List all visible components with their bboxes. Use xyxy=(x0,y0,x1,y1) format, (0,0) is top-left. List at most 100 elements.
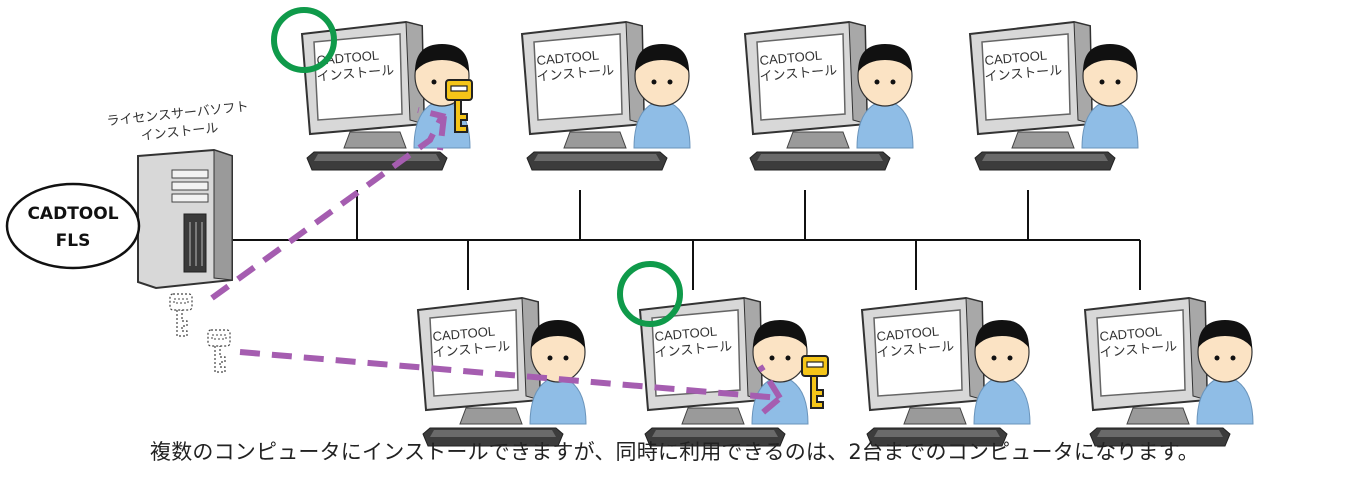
person-eye xyxy=(1007,355,1013,361)
person-eye xyxy=(547,355,553,361)
person-hair xyxy=(531,320,585,348)
person-hair xyxy=(1083,44,1137,72)
monitor-screen xyxy=(756,33,846,121)
screen-label-product: CADTOOL xyxy=(432,324,496,344)
drive-bay xyxy=(171,181,209,191)
monitor-screen xyxy=(313,33,403,121)
person-hair xyxy=(1198,320,1252,348)
screen-label-install: インストール xyxy=(654,338,733,360)
person-hair xyxy=(858,44,912,72)
monitor-stand xyxy=(681,407,745,425)
person-eye xyxy=(890,79,896,85)
person-eye xyxy=(1115,79,1121,85)
license-path-bottom-tail xyxy=(757,364,783,400)
person-hair xyxy=(415,44,469,72)
key-hole-outline xyxy=(173,298,189,304)
screen-label-install: インストール xyxy=(316,62,395,84)
key-hole-outline xyxy=(211,334,227,340)
screen-label-install: インストール xyxy=(1099,338,1178,360)
key-head-outline xyxy=(207,329,231,347)
license-path-top xyxy=(210,107,447,301)
screen-label-install: インストール xyxy=(536,62,615,84)
monitor-stand xyxy=(903,407,967,425)
in-use-marker xyxy=(271,7,337,73)
keyboard-keys xyxy=(430,430,556,437)
in-use-marker xyxy=(617,261,683,327)
monitor-stand xyxy=(459,407,523,425)
person-eye xyxy=(651,79,657,85)
screen-label-product: CADTOOL xyxy=(759,48,823,68)
license-paths xyxy=(210,107,788,423)
person-eye xyxy=(1099,79,1105,85)
keyboard-keys xyxy=(874,430,1000,437)
keyboard-keys xyxy=(757,154,883,161)
person-eye xyxy=(1214,355,1220,361)
key-hole xyxy=(806,361,824,368)
monitor-screen xyxy=(1096,309,1186,397)
server-vent xyxy=(183,213,207,273)
keyboard-keys xyxy=(982,154,1108,161)
person-hair xyxy=(975,320,1029,348)
screen-label-install: インストール xyxy=(432,338,511,360)
released-key-icon xyxy=(207,329,231,373)
person-eye xyxy=(667,79,673,85)
key-hole xyxy=(450,85,468,92)
screen-label-install: インストール xyxy=(984,62,1063,84)
released-key-icon xyxy=(169,293,193,337)
screen-label-product: CADTOOL xyxy=(876,324,940,344)
key-shaft xyxy=(810,375,824,409)
caption: 複数のコンピュータにインストールできますが、同時に利用できるのは、2台までのコン… xyxy=(150,440,1199,464)
keyboard-keys xyxy=(1097,430,1223,437)
keyboard-keys xyxy=(652,430,778,437)
screen-label-product: CADTOOL xyxy=(1099,324,1163,344)
network-lines xyxy=(230,190,1141,290)
drive-bay xyxy=(171,193,209,203)
person-hair xyxy=(753,320,807,348)
monitor-stand xyxy=(1011,131,1075,149)
monitor-stand xyxy=(343,131,407,149)
screen-label-product: CADTOOL xyxy=(536,48,600,68)
monitor-stand xyxy=(786,131,850,149)
server-side xyxy=(213,149,233,281)
key-shaft xyxy=(454,99,468,133)
monitor-stand xyxy=(1126,407,1190,425)
license-key-icon xyxy=(445,79,473,133)
person-hair xyxy=(635,44,689,72)
person-eye xyxy=(769,355,775,361)
license-key-icon xyxy=(801,355,829,409)
fls-badge-name: FLS xyxy=(56,231,91,251)
person-eye xyxy=(1230,355,1236,361)
person-eye xyxy=(431,79,437,85)
license-path-top-tail xyxy=(437,115,447,151)
keyboard-keys xyxy=(534,154,660,161)
monitor-screen xyxy=(873,309,963,397)
screen-label-product: CADTOOL xyxy=(984,48,1048,68)
screen-label-product: CADTOOL xyxy=(654,324,718,344)
key-head-outline xyxy=(169,293,193,311)
license-server xyxy=(137,148,233,290)
screen-label-install: インストール xyxy=(876,338,955,360)
person-eye xyxy=(874,79,880,85)
monitor-stand xyxy=(563,131,627,149)
drive-bay xyxy=(171,169,209,179)
fls-badge xyxy=(5,182,141,270)
monitor-screen xyxy=(533,33,623,121)
keyboard-keys xyxy=(314,154,440,161)
monitor-screen xyxy=(981,33,1071,121)
person-eye xyxy=(785,355,791,361)
monitor-screen xyxy=(651,309,741,397)
person-eye xyxy=(563,355,569,361)
person-eye xyxy=(991,355,997,361)
key-shaft-outline xyxy=(176,310,188,337)
screen-label-install: インストール xyxy=(759,62,838,84)
fls-badge-product: CADTOOL xyxy=(27,204,118,224)
